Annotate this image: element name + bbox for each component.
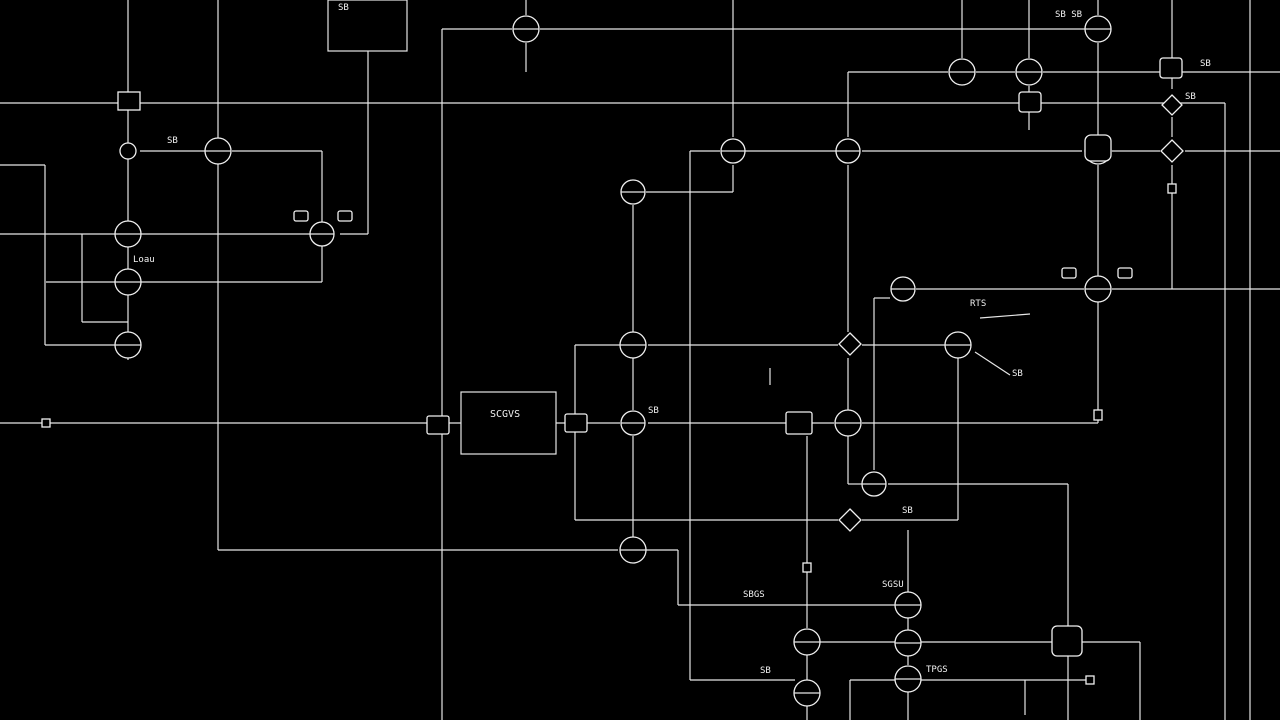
node (119, 142, 137, 160)
diamond-node (838, 508, 862, 532)
label-r2: SB (167, 136, 178, 146)
label-s3: SB SB (1055, 10, 1082, 20)
label-b1: SB (648, 406, 659, 416)
label-tp: TPGS (926, 665, 948, 675)
label-b2: SB (902, 506, 913, 516)
label-b4: SB (1200, 59, 1211, 69)
label-sb: SBGS (743, 590, 765, 600)
terminal-group (41, 57, 1183, 685)
circle-node-group (114, 15, 1112, 707)
diamond-node (1161, 94, 1183, 116)
diamond-node (838, 332, 862, 356)
diamond-node-group (838, 94, 1184, 532)
label-sg: SGSU (882, 580, 904, 590)
label-rt: RTS (970, 299, 986, 309)
label-r3: SB (338, 3, 349, 13)
label-num: SB (760, 666, 771, 676)
center-block-label: SCGVS (490, 409, 520, 420)
label-loau: Loau (133, 255, 155, 265)
label-b3: SB (1185, 92, 1196, 102)
label-group: Loau RTS TPGS SBGS SGSU SB SB SB SB SB S… (133, 3, 1211, 676)
diamond-node (1160, 139, 1184, 163)
label-r1: SB (1012, 369, 1023, 379)
